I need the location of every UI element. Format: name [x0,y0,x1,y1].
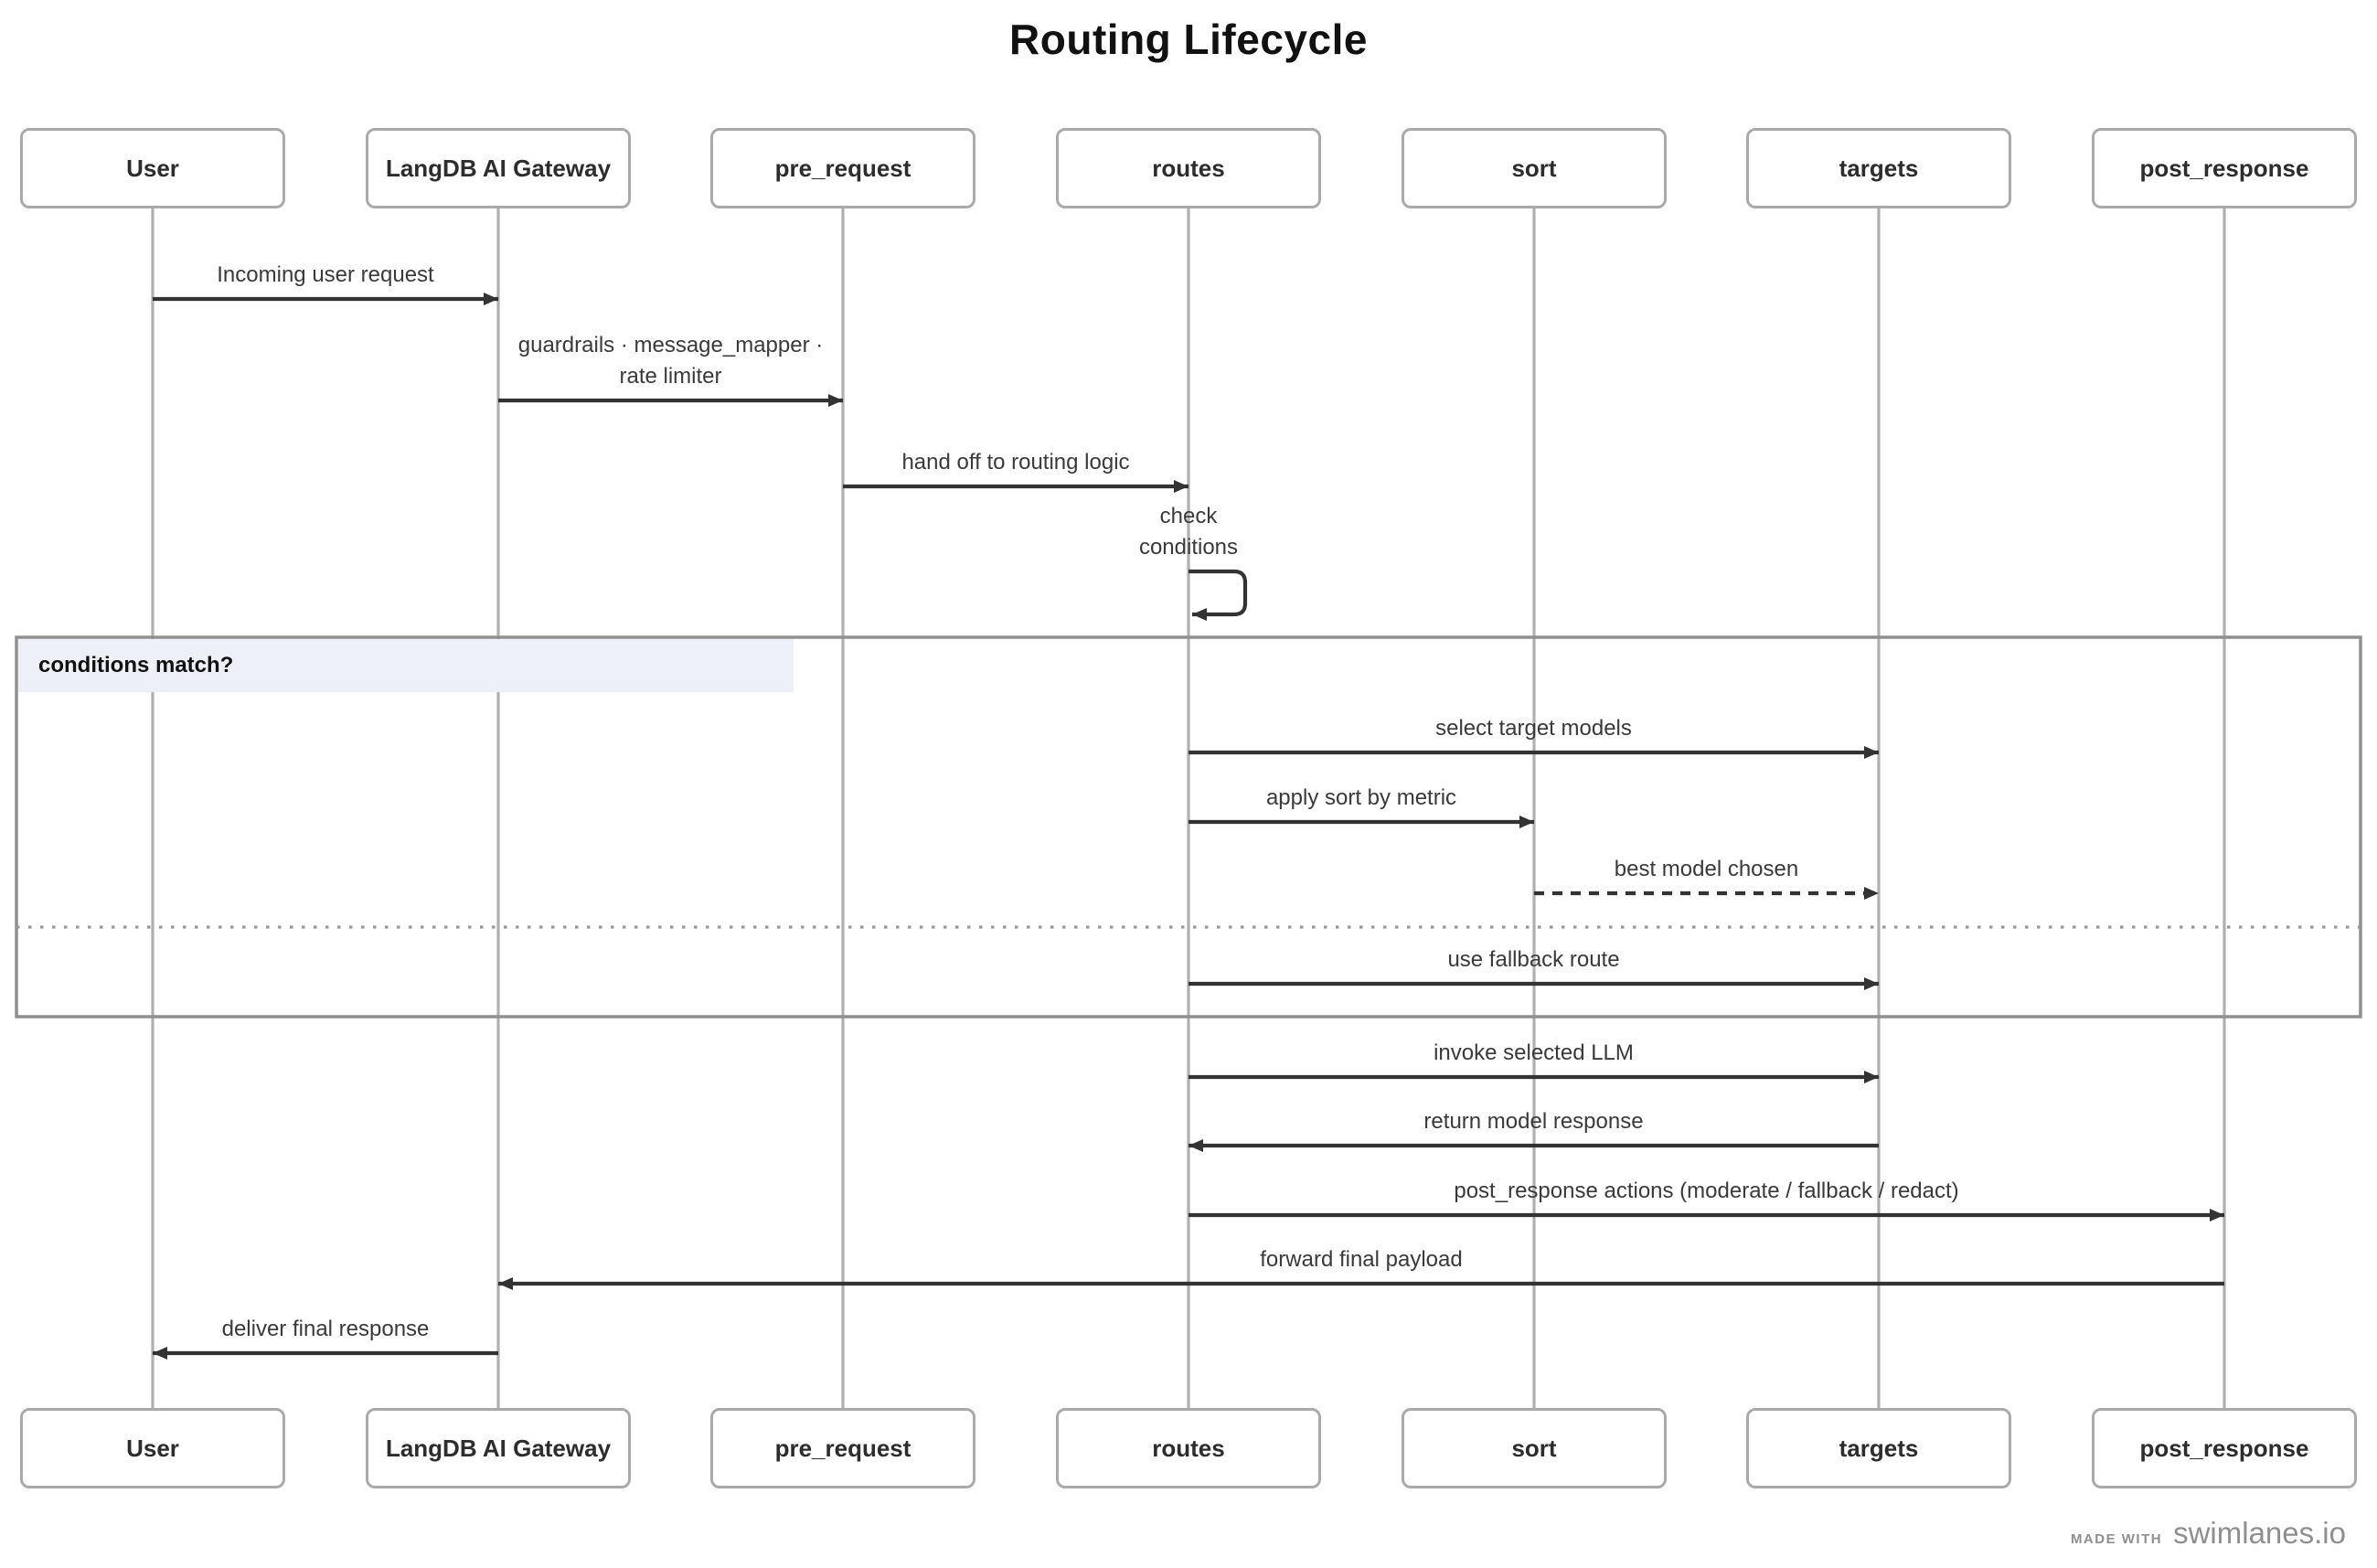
actor-label: User [126,154,179,182]
message-label-line: check [1159,503,1218,528]
message-label-7: use fallback route [1447,946,1620,972]
message-label-9: return model response [1423,1108,1644,1134]
actor-box-top-user: User [20,128,285,208]
actor-box-top-langdb-ai-gateway: LangDB AI Gateway [366,128,631,208]
actor-label: post_response [2139,154,2309,182]
actor-box-bottom-routes: routes [1056,1408,1321,1488]
actor-box-top-targets: targets [1746,128,2011,208]
footer: MADE WITH swimlanes.io [2071,1516,2346,1551]
actor-label: post_response [2139,1434,2309,1462]
swimlanes-brand-link[interactable]: swimlanes.io [2173,1516,2346,1550]
actor-box-bottom-pre-request: pre_request [710,1408,975,1488]
message-label-4: select target models [1435,715,1632,741]
actor-label: sort [1511,1434,1557,1462]
message-label-11: forward final payload [1260,1246,1463,1272]
actor-box-bottom-post-response: post_response [2092,1408,2357,1488]
message-label-10: post_response actions (moderate / fallba… [1454,1178,1959,1203]
actor-label: routes [1152,1434,1225,1462]
self-loop-arrow [1188,569,1248,621]
actor-label: sort [1511,154,1557,182]
message-label-6: best model chosen [1614,856,1799,881]
made-with-label: MADE WITH [2070,1531,2163,1547]
message-label-5: apply sort by metric [1265,784,1457,810]
actor-box-bottom-user: User [20,1408,285,1488]
alt-frame-label: conditions match? [38,653,234,677]
message-label-2: hand off to routing logic [901,449,1130,475]
actor-box-bottom-targets: targets [1746,1408,2011,1488]
actor-label: LangDB AI Gateway [385,154,612,182]
actor-label: pre_request [774,1434,911,1462]
message-label-line: rate limiter [619,363,722,389]
diagram-title: Routing Lifecycle [1009,16,1368,63]
actor-label: targets [1839,1434,1919,1462]
alt-frame-border [15,635,2362,1019]
message-label-line: conditions [1138,534,1239,560]
actor-label: targets [1839,154,1919,182]
message-label-3: check conditions [1139,501,1238,563]
message-label-1: guardrails · message_mapper · rate limite… [518,330,823,392]
message-label-12: deliver final response [221,1316,430,1341]
alt-frame-label-box [18,639,794,692]
actor-box-bottom-sort: sort [1402,1408,1667,1488]
actor-label: User [126,1434,179,1462]
actor-label: routes [1152,154,1225,182]
actor-label: LangDB AI Gateway [385,1434,612,1462]
actor-box-top-pre-request: pre_request [710,128,975,208]
message-label-line: guardrails · message_mapper · [517,332,824,357]
actor-box-top-sort: sort [1402,128,1667,208]
actor-label: pre_request [774,154,911,182]
actor-box-bottom-langdb-ai-gateway: LangDB AI Gateway [366,1408,631,1488]
actor-box-top-post-response: post_response [2092,128,2357,208]
message-label-0: Incoming user request [217,261,434,287]
message-label-8: invoke selected LLM [1434,1040,1634,1065]
actor-box-top-routes: routes [1056,128,1321,208]
